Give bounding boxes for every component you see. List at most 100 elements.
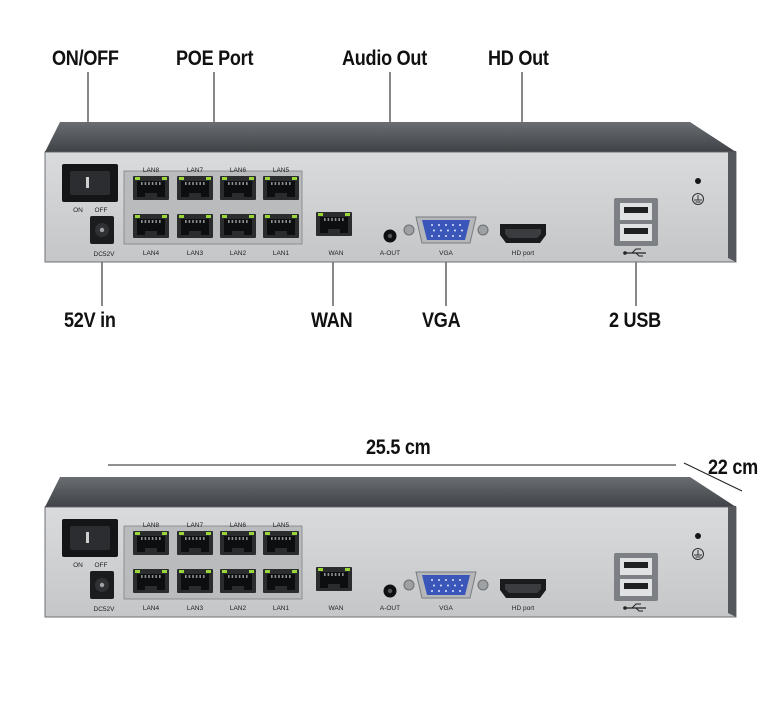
led-indicator (222, 532, 227, 535)
dc-jack-pin (99, 582, 105, 588)
label-off: OFF (95, 207, 108, 214)
rj45-pin (338, 218, 340, 221)
rj45-pin (228, 537, 230, 540)
rj45-pin (246, 575, 248, 578)
label-lan-bottom: LAN3 (187, 605, 204, 612)
vga-pin (438, 579, 440, 581)
label-lan-top: LAN7 (187, 522, 204, 529)
rj45-clip (275, 548, 287, 553)
vga-pin (431, 579, 433, 581)
led-indicator (222, 177, 227, 180)
rj45-pin (151, 575, 154, 578)
rj45-clip (232, 548, 244, 553)
vga-pin (438, 235, 440, 237)
rj45-pin (271, 537, 273, 540)
hdmi-inner (505, 229, 541, 238)
usb-symbol-icon (635, 252, 643, 257)
rj45-socket (181, 181, 209, 197)
rj45-clip (145, 231, 157, 236)
callout-power-in: 52V in (64, 309, 116, 332)
rj45-socket (181, 219, 209, 235)
lan-port-bottom (177, 214, 213, 238)
rj45-pin (285, 182, 287, 185)
rj45-pin (199, 537, 201, 540)
rj45-pin (238, 537, 241, 540)
rj45-pin (144, 182, 147, 185)
rj45-pin (238, 575, 241, 578)
rj45-socket (181, 536, 209, 552)
led-indicator (345, 568, 350, 571)
rj45-pin (203, 537, 205, 540)
vga-pin (461, 229, 463, 232)
led-indicator (249, 215, 254, 218)
led-indicator (318, 213, 323, 216)
wan-port (316, 567, 352, 591)
led-indicator (206, 570, 211, 573)
lan-port-top (133, 531, 169, 555)
vga-pin (438, 590, 440, 592)
power-switch-mark (86, 177, 89, 188)
wan-port (316, 212, 352, 236)
usb-symbol-icon (635, 607, 643, 612)
rj45-pin (278, 537, 280, 540)
rj45-clip (189, 193, 201, 198)
lan-port-top (133, 176, 169, 200)
vga-pin (445, 579, 447, 581)
lan-port-top (177, 531, 213, 555)
rj45-pin (155, 182, 157, 185)
rj45-pin (195, 537, 198, 540)
label-lan-bottom: LAN4 (143, 250, 160, 257)
rj45-pin (159, 537, 161, 540)
lan-port-bottom (220, 569, 256, 593)
usb-symbol-icon (623, 606, 627, 610)
rj45-clip (145, 193, 157, 198)
led-indicator (162, 532, 167, 535)
label-lan-top: LAN7 (187, 167, 204, 174)
rj45-pin (327, 573, 330, 576)
vga-pin (452, 579, 454, 581)
rj45-pin (185, 575, 187, 578)
rj45-pin (271, 220, 273, 223)
rj45-clip (275, 193, 287, 198)
rj45-clip (328, 229, 340, 234)
rj45-pin (203, 220, 205, 223)
callout-vga: VGA (422, 309, 461, 332)
label-lan-top: LAN6 (230, 167, 247, 174)
rj45-pin (231, 537, 234, 540)
rj45-pin (281, 220, 284, 223)
lan-port-bottom (263, 569, 299, 593)
rj45-socket (224, 181, 252, 197)
rj45-socket (224, 574, 252, 590)
led-indicator (206, 215, 211, 218)
lan-port-bottom (263, 214, 299, 238)
vga-pin (431, 590, 433, 592)
vga-pin (445, 235, 447, 237)
rj45-socket (224, 219, 252, 235)
rj45-pin (289, 182, 291, 185)
usb-tongue-top (624, 207, 648, 213)
rj45-pin (231, 220, 234, 223)
rj45-pin (148, 575, 150, 578)
rj45-socket (137, 219, 165, 235)
led-indicator (318, 568, 323, 571)
led-indicator (222, 570, 227, 573)
rj45-pin (285, 220, 287, 223)
ground-icon (692, 193, 704, 205)
rj45-pin (235, 537, 237, 540)
rj45-pin (148, 220, 150, 223)
led-indicator (162, 570, 167, 573)
ground-screw (695, 178, 701, 184)
rj45-clip (232, 231, 244, 236)
rj45-pin (228, 220, 230, 223)
vga-pin (454, 584, 456, 587)
label-lan-top: LAN8 (143, 522, 160, 529)
label-aout: A-OUT (380, 605, 400, 612)
dimension-lines (108, 462, 743, 492)
vga-screw (477, 579, 489, 591)
vga-pin (431, 235, 433, 237)
rj45-pin (235, 220, 237, 223)
rj45-pin (141, 537, 143, 540)
